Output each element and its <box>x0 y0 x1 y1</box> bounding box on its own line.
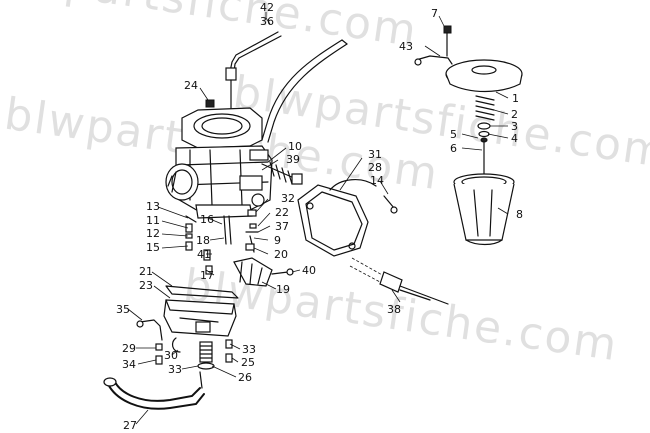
callout-34: 34 <box>122 358 136 371</box>
callout-25: 25 <box>241 356 255 369</box>
callout-13: 13 <box>146 200 160 213</box>
watermark-top: blwpartsfiche.com <box>0 0 421 57</box>
callout-1: 1 <box>512 92 519 105</box>
callout-28: 28 <box>368 161 382 174</box>
callout-31: 31 <box>368 148 382 161</box>
callout-3: 3 <box>511 120 518 133</box>
callout-16: 16 <box>200 213 214 226</box>
callout-21: 21 <box>139 265 153 278</box>
part-1-top-cap <box>414 25 523 93</box>
callout-9: 9 <box>274 234 281 247</box>
watermark-group: blwpartsfiche.com blwpartsfiche.com blwp… <box>0 0 650 371</box>
callout-11: 11 <box>146 214 160 227</box>
part-19-40-boot <box>233 257 294 287</box>
callout-42: 42 <box>260 1 274 14</box>
part-33-25-26-drain <box>197 339 233 370</box>
callout-33-upper: 33 <box>242 343 256 356</box>
carburetor-body <box>165 107 273 219</box>
part-16-18-tube <box>223 215 232 245</box>
leader-lines <box>127 12 509 425</box>
callout-19: 19 <box>276 283 290 296</box>
callout-14: 14 <box>370 174 384 187</box>
callout-26: 26 <box>238 371 252 384</box>
callout-18: 18 <box>196 234 210 247</box>
part-38-throttle-cable <box>349 257 449 305</box>
callout-33-lower: 33 <box>168 363 182 376</box>
callout-23: 23 <box>139 279 153 292</box>
part-31-28-cover <box>297 157 398 257</box>
part-24-screw <box>199 87 215 108</box>
callout-40: 40 <box>302 264 316 277</box>
callout-27: 27 <box>123 419 137 432</box>
callout-2: 2 <box>511 108 518 121</box>
callout-43: 43 <box>399 40 413 53</box>
callout-20: 20 <box>274 248 288 261</box>
callout-29: 29 <box>122 342 136 355</box>
part-13-11-12-15-jets <box>185 215 197 251</box>
callout-5: 5 <box>450 128 457 141</box>
callout-7: 7 <box>431 7 438 20</box>
callout-10: 10 <box>288 140 302 153</box>
callout-labels: 42 36 7 43 24 1 2 3 4 5 6 10 39 31 28 14… <box>116 1 523 432</box>
callout-24: 24 <box>184 79 198 92</box>
part-35-bracket <box>136 319 163 341</box>
part-23-float-bowl <box>163 299 237 337</box>
part-2-spring <box>475 95 495 121</box>
part-32-22-37-9-20-screws <box>245 209 259 253</box>
callout-4: 4 <box>511 132 518 145</box>
callout-36: 36 <box>260 15 274 28</box>
callout-12: 12 <box>146 227 160 240</box>
part-29-34-screws <box>155 343 163 365</box>
callout-30: 30 <box>164 349 178 362</box>
callout-32: 32 <box>281 192 295 205</box>
part-27-drain-hose <box>103 371 205 410</box>
callout-15: 15 <box>146 241 160 254</box>
callout-41: 41 <box>197 248 211 261</box>
callout-38: 38 <box>387 303 401 316</box>
callout-6: 6 <box>450 142 457 155</box>
callout-17: 17 <box>200 269 214 282</box>
part-30-ring <box>171 337 181 353</box>
callout-35: 35 <box>116 303 130 316</box>
callout-37: 37 <box>275 220 289 233</box>
part-21-gasket <box>165 285 239 299</box>
part-10-39-adjust-screw <box>261 147 303 185</box>
callout-22: 22 <box>275 206 289 219</box>
callout-8: 8 <box>516 208 523 221</box>
callout-39: 39 <box>286 153 300 166</box>
part-8-slide <box>453 173 515 246</box>
